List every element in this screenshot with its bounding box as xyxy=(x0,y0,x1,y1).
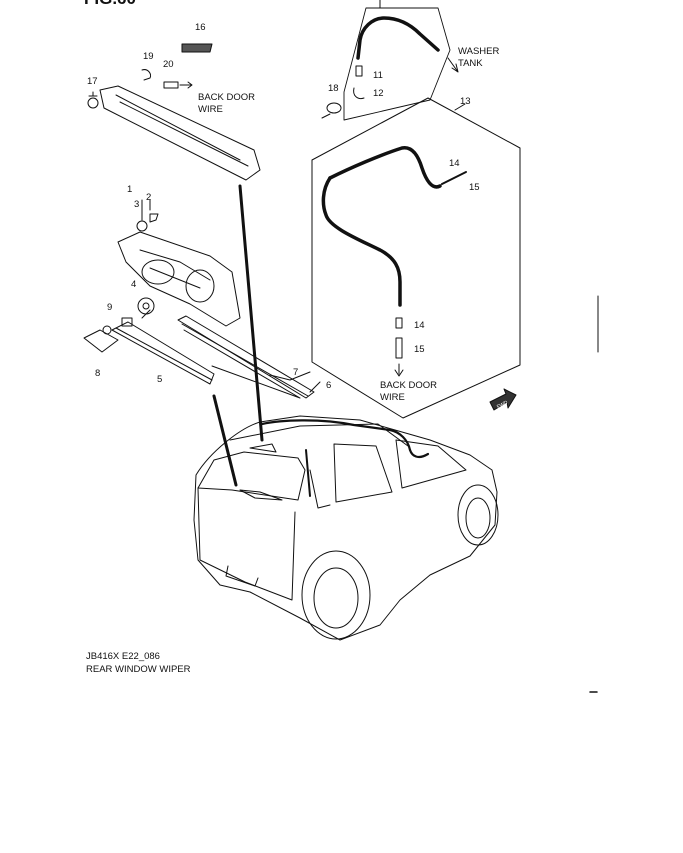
callout-4: 4 xyxy=(131,279,136,290)
callout-17: 17 xyxy=(87,76,98,87)
callout-3: 3 xyxy=(134,199,139,210)
note-washer-tank-2: TANK xyxy=(458,58,483,69)
callout-12: 12 xyxy=(373,88,384,99)
note-back-door-wire-top-1: BACK DOOR xyxy=(198,92,255,103)
callout-9: 9 xyxy=(107,302,112,313)
back-door-garnish xyxy=(99,85,261,181)
callout-11: 11 xyxy=(373,70,383,81)
hose-frame-top xyxy=(343,7,451,121)
callout-2: 2 xyxy=(146,192,151,203)
callout-20: 20 xyxy=(163,59,174,70)
note-back-door-wire-box-1: BACK DOOR xyxy=(380,380,437,391)
washer-hose xyxy=(321,176,402,307)
callout-6: 6 xyxy=(326,380,331,391)
callout-19: 19 xyxy=(143,51,154,62)
note-back-door-wire-top-2: WIRE xyxy=(198,104,223,115)
figure-title: FIG.60 xyxy=(84,0,136,9)
note-fwd: FWD xyxy=(496,399,509,410)
figure-caption: REAR WINDOW WIPER xyxy=(86,664,191,675)
callout-1: 1 xyxy=(127,184,132,195)
fwd-arrow xyxy=(489,388,517,411)
tank-hose xyxy=(356,16,440,60)
figure-code: JB416X E22_086 xyxy=(86,651,160,662)
hose-assembly-frame xyxy=(311,97,521,419)
callout-14-upper: 14 xyxy=(449,158,460,169)
wiper-arm xyxy=(111,321,215,385)
callout-8: 8 xyxy=(95,368,100,379)
callout-15-lower: 15 xyxy=(414,344,425,355)
callout-18: 18 xyxy=(328,83,339,94)
callout-15-upper: 15 xyxy=(469,182,480,193)
vehicle-outline xyxy=(193,415,499,641)
wiper-motor xyxy=(117,231,241,327)
wiper-blade xyxy=(177,315,315,399)
note-back-door-wire-box-2: WIRE xyxy=(380,392,405,403)
callout-14-lower: 14 xyxy=(414,320,425,331)
callout-16: 16 xyxy=(195,22,206,33)
callout-13: 13 xyxy=(460,96,471,107)
callout-7: 7 xyxy=(293,367,298,378)
note-washer-tank-1: WASHER xyxy=(458,46,499,57)
callout-5: 5 xyxy=(157,374,162,385)
